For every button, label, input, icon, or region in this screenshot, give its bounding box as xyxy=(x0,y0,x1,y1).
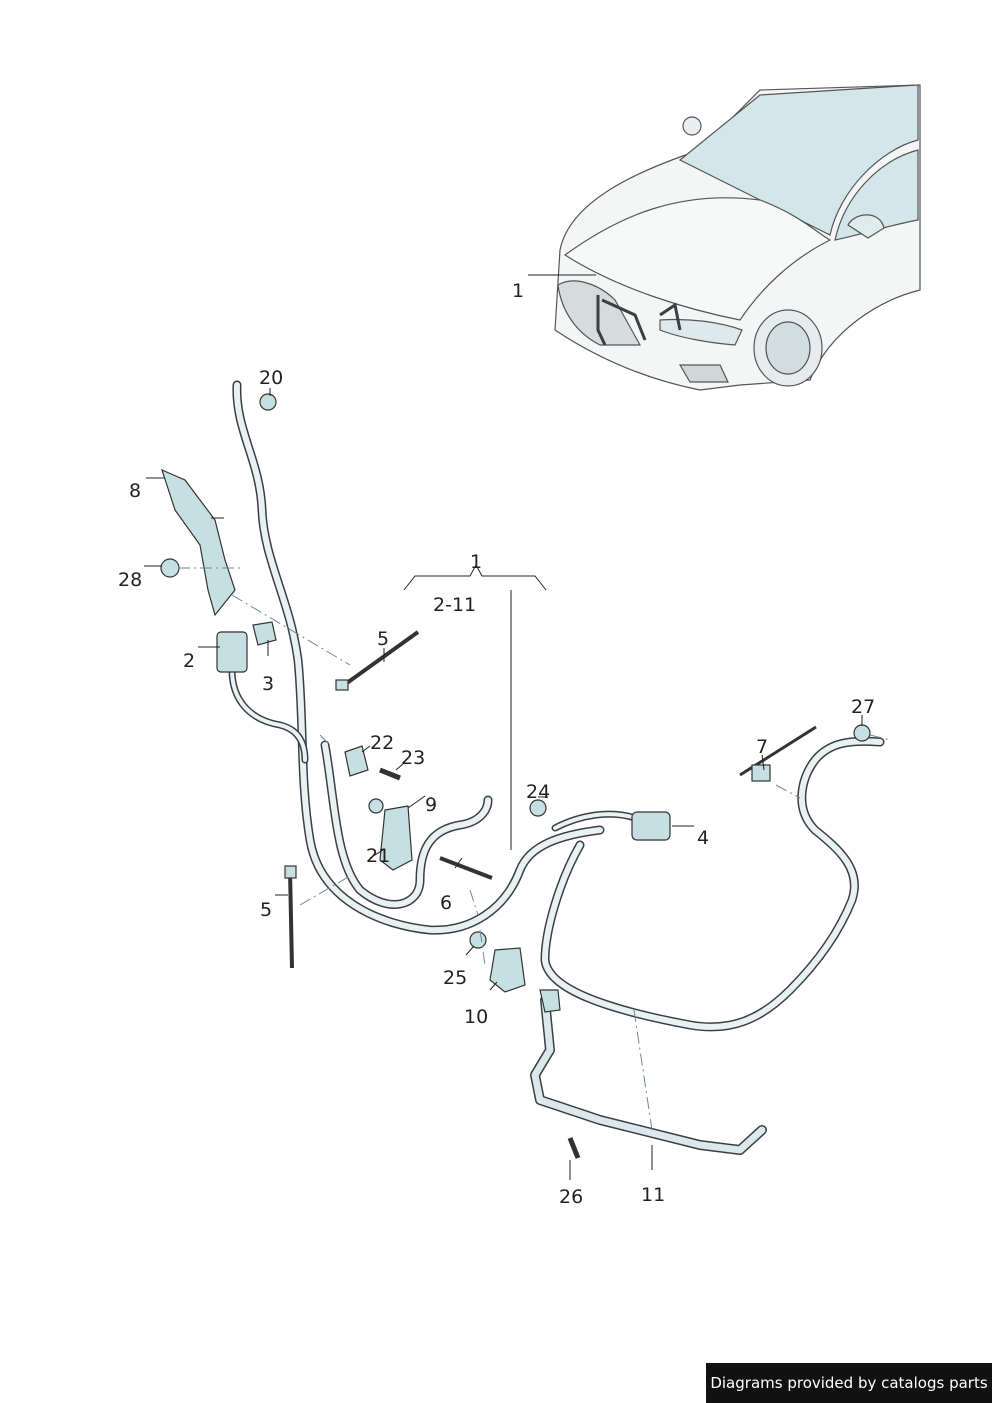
part-28-nut xyxy=(160,558,180,578)
cable-main xyxy=(232,380,605,935)
callout-21: 21 xyxy=(366,845,391,867)
leader-lines xyxy=(144,274,863,1180)
callout-6: 6 xyxy=(440,892,453,914)
callout-7: 7 xyxy=(756,736,769,758)
callout-range: 2-11 xyxy=(433,594,477,616)
part-20-nut xyxy=(259,393,277,411)
callout-8: 8 xyxy=(129,480,142,502)
callout-25: 25 xyxy=(443,967,468,989)
assembly-lines xyxy=(178,567,891,1131)
part-22-clip xyxy=(344,745,369,777)
callout-1-car: 1 xyxy=(512,280,525,302)
part-2-connector xyxy=(216,631,248,673)
hood xyxy=(563,197,832,321)
cable-right-loop xyxy=(540,736,885,1032)
callout-2: 2 xyxy=(183,650,196,672)
callout-27: 27 xyxy=(851,696,876,718)
part-6-tie xyxy=(439,856,493,880)
callout-5-top: 5 xyxy=(377,628,390,650)
part-10-bracket xyxy=(489,947,526,993)
parts xyxy=(160,393,871,1159)
car-illustration xyxy=(554,84,921,391)
part-5-tie-bottom xyxy=(288,869,294,969)
callout-20: 20 xyxy=(259,367,284,389)
callout-10: 10 xyxy=(464,1006,489,1028)
part-3-clip xyxy=(252,621,277,646)
footer-credit: Diagrams provided by catalogs parts xyxy=(706,1363,992,1403)
mirror xyxy=(847,214,885,239)
part-8-bracket xyxy=(161,468,236,617)
part-27-nut xyxy=(853,724,871,742)
fog-light xyxy=(678,364,729,383)
callout-22: 22 xyxy=(370,732,395,754)
callout-5-bottom: 5 xyxy=(260,899,273,921)
callout-1-group: 1 xyxy=(470,551,483,573)
callout-9: 9 xyxy=(425,794,438,816)
part-23-bolt xyxy=(379,767,401,781)
harness-cables xyxy=(228,380,885,1155)
callout-4: 4 xyxy=(697,827,710,849)
part-5-tie-top xyxy=(338,630,420,690)
windshield xyxy=(678,84,919,236)
part-26-bolt xyxy=(567,1137,581,1159)
callout-23: 23 xyxy=(401,747,426,769)
part-24-nut xyxy=(529,799,547,817)
callout-11: 11 xyxy=(641,1184,666,1206)
callout-24: 24 xyxy=(526,781,551,803)
part-25-nut xyxy=(469,931,487,949)
callout-3: 3 xyxy=(262,673,275,695)
callout-26: 26 xyxy=(559,1186,584,1208)
callout-28: 28 xyxy=(118,569,143,591)
part-4-connector xyxy=(631,811,671,841)
